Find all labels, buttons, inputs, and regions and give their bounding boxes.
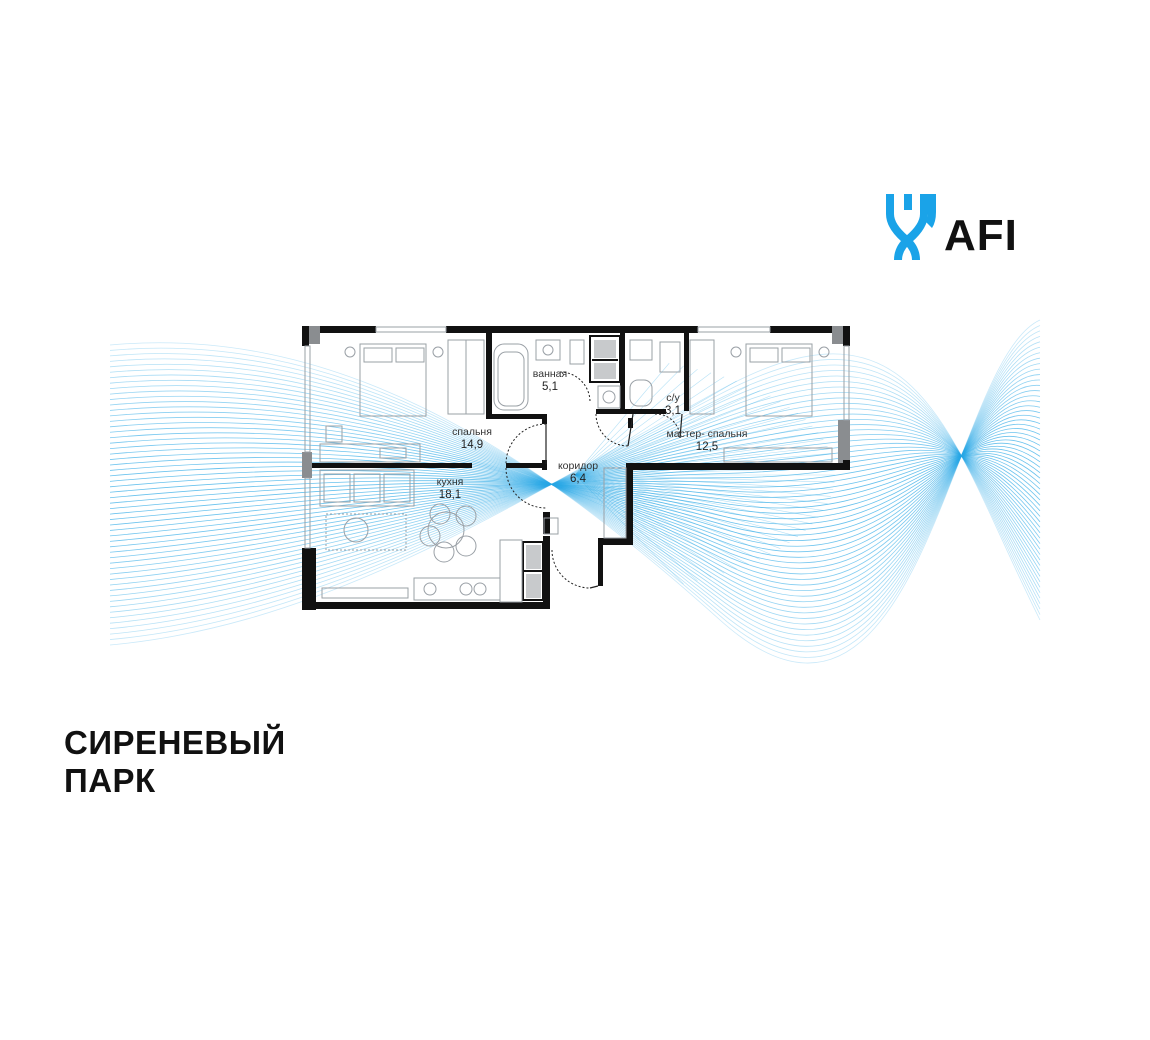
room-area: 12,5 [695, 441, 719, 453]
wave-ray [574, 446, 828, 476]
room-area: 6,4 [570, 473, 586, 485]
door-swings [505, 371, 681, 589]
wave-ray [574, 474, 799, 537]
room-label-kitchen: кухня 18,1 [430, 476, 470, 502]
windows [304, 326, 850, 549]
wave-ray [574, 474, 835, 483]
wave-ray [574, 474, 824, 511]
wave-ray [574, 474, 828, 504]
wave-line [109, 335, 1041, 647]
room-label-wc: с/у 3,1 [658, 392, 688, 418]
wave-line [109, 454, 1041, 531]
wave-line [109, 408, 1041, 591]
room-name: кухня [436, 476, 464, 488]
wave-line [109, 397, 1041, 602]
wave-ray [574, 406, 790, 476]
wave-ray [574, 368, 698, 476]
wave-line [109, 363, 1041, 619]
interior-walls [312, 333, 689, 601]
wave-ray [574, 425, 813, 476]
wave-line [109, 352, 1041, 630]
wave-ray [574, 474, 819, 518]
wave-line [109, 319, 1041, 664]
room-name: ванная [532, 368, 568, 380]
wave-ray [574, 419, 806, 476]
wave-ray [574, 474, 712, 578]
room-area: 18,1 [438, 489, 462, 501]
wave-ray [574, 474, 813, 525]
wave-line [109, 325, 1041, 658]
wave-line [109, 424, 1041, 575]
wave-ray [574, 474, 737, 570]
room-label-bathroom: ванная 5,1 [528, 368, 572, 394]
afi-logo-icon [886, 194, 936, 260]
wave-line [109, 386, 1041, 613]
wave-ray [574, 362, 670, 476]
project-title-line1: СИРЕНЕВЫЙ [64, 724, 286, 761]
wave-ray [574, 474, 834, 490]
wave-ray [574, 380, 737, 476]
room-label-corridor: коридор 6,4 [554, 460, 602, 486]
wave-line [109, 402, 1041, 597]
wave-ray [574, 474, 771, 555]
brand-name: AFI [944, 211, 1018, 260]
shafts [526, 340, 616, 598]
room-name: спальня [452, 426, 492, 438]
wave-ray [574, 474, 725, 574]
project-title-line2: ПАРК [64, 762, 156, 799]
wave-ray [574, 385, 749, 476]
wave-line [109, 346, 1041, 636]
room-area: 5,1 [542, 381, 558, 393]
wave-line [109, 449, 1041, 542]
wave-line [109, 375, 1041, 624]
room-label-bedroom: спальня 14,9 [446, 426, 498, 452]
wave-ray [574, 395, 771, 476]
room-area: 3,1 [665, 405, 681, 417]
furniture [319, 339, 833, 603]
wave-line [109, 330, 1041, 653]
room-name: с/у [666, 392, 680, 404]
wave-ray [574, 474, 760, 560]
room-name: коридор [557, 460, 599, 472]
wave-ray [574, 474, 781, 549]
wave-line [109, 341, 1041, 641]
wave-line [109, 381, 1041, 619]
outer-walls [302, 326, 850, 610]
wave-ray [574, 376, 725, 476]
wave-ray [574, 474, 790, 544]
wave-ray [574, 474, 698, 582]
wave-line [109, 392, 1041, 608]
wave-ray [574, 474, 806, 531]
wave-ray [574, 474, 831, 497]
door-leaves [545, 413, 683, 589]
wave-line [109, 357, 1041, 625]
room-area: 14,9 [460, 439, 484, 451]
wave-ray [574, 439, 824, 476]
room-label-master: мастер- спальня 12,5 [664, 428, 750, 454]
wave-ray [574, 413, 799, 476]
wave-line [109, 413, 1041, 586]
project-title: СИРЕНЕВЫЙ ПАРК [64, 724, 286, 800]
room-name: мастер- спальня [666, 428, 748, 440]
wave-ray [574, 390, 760, 476]
